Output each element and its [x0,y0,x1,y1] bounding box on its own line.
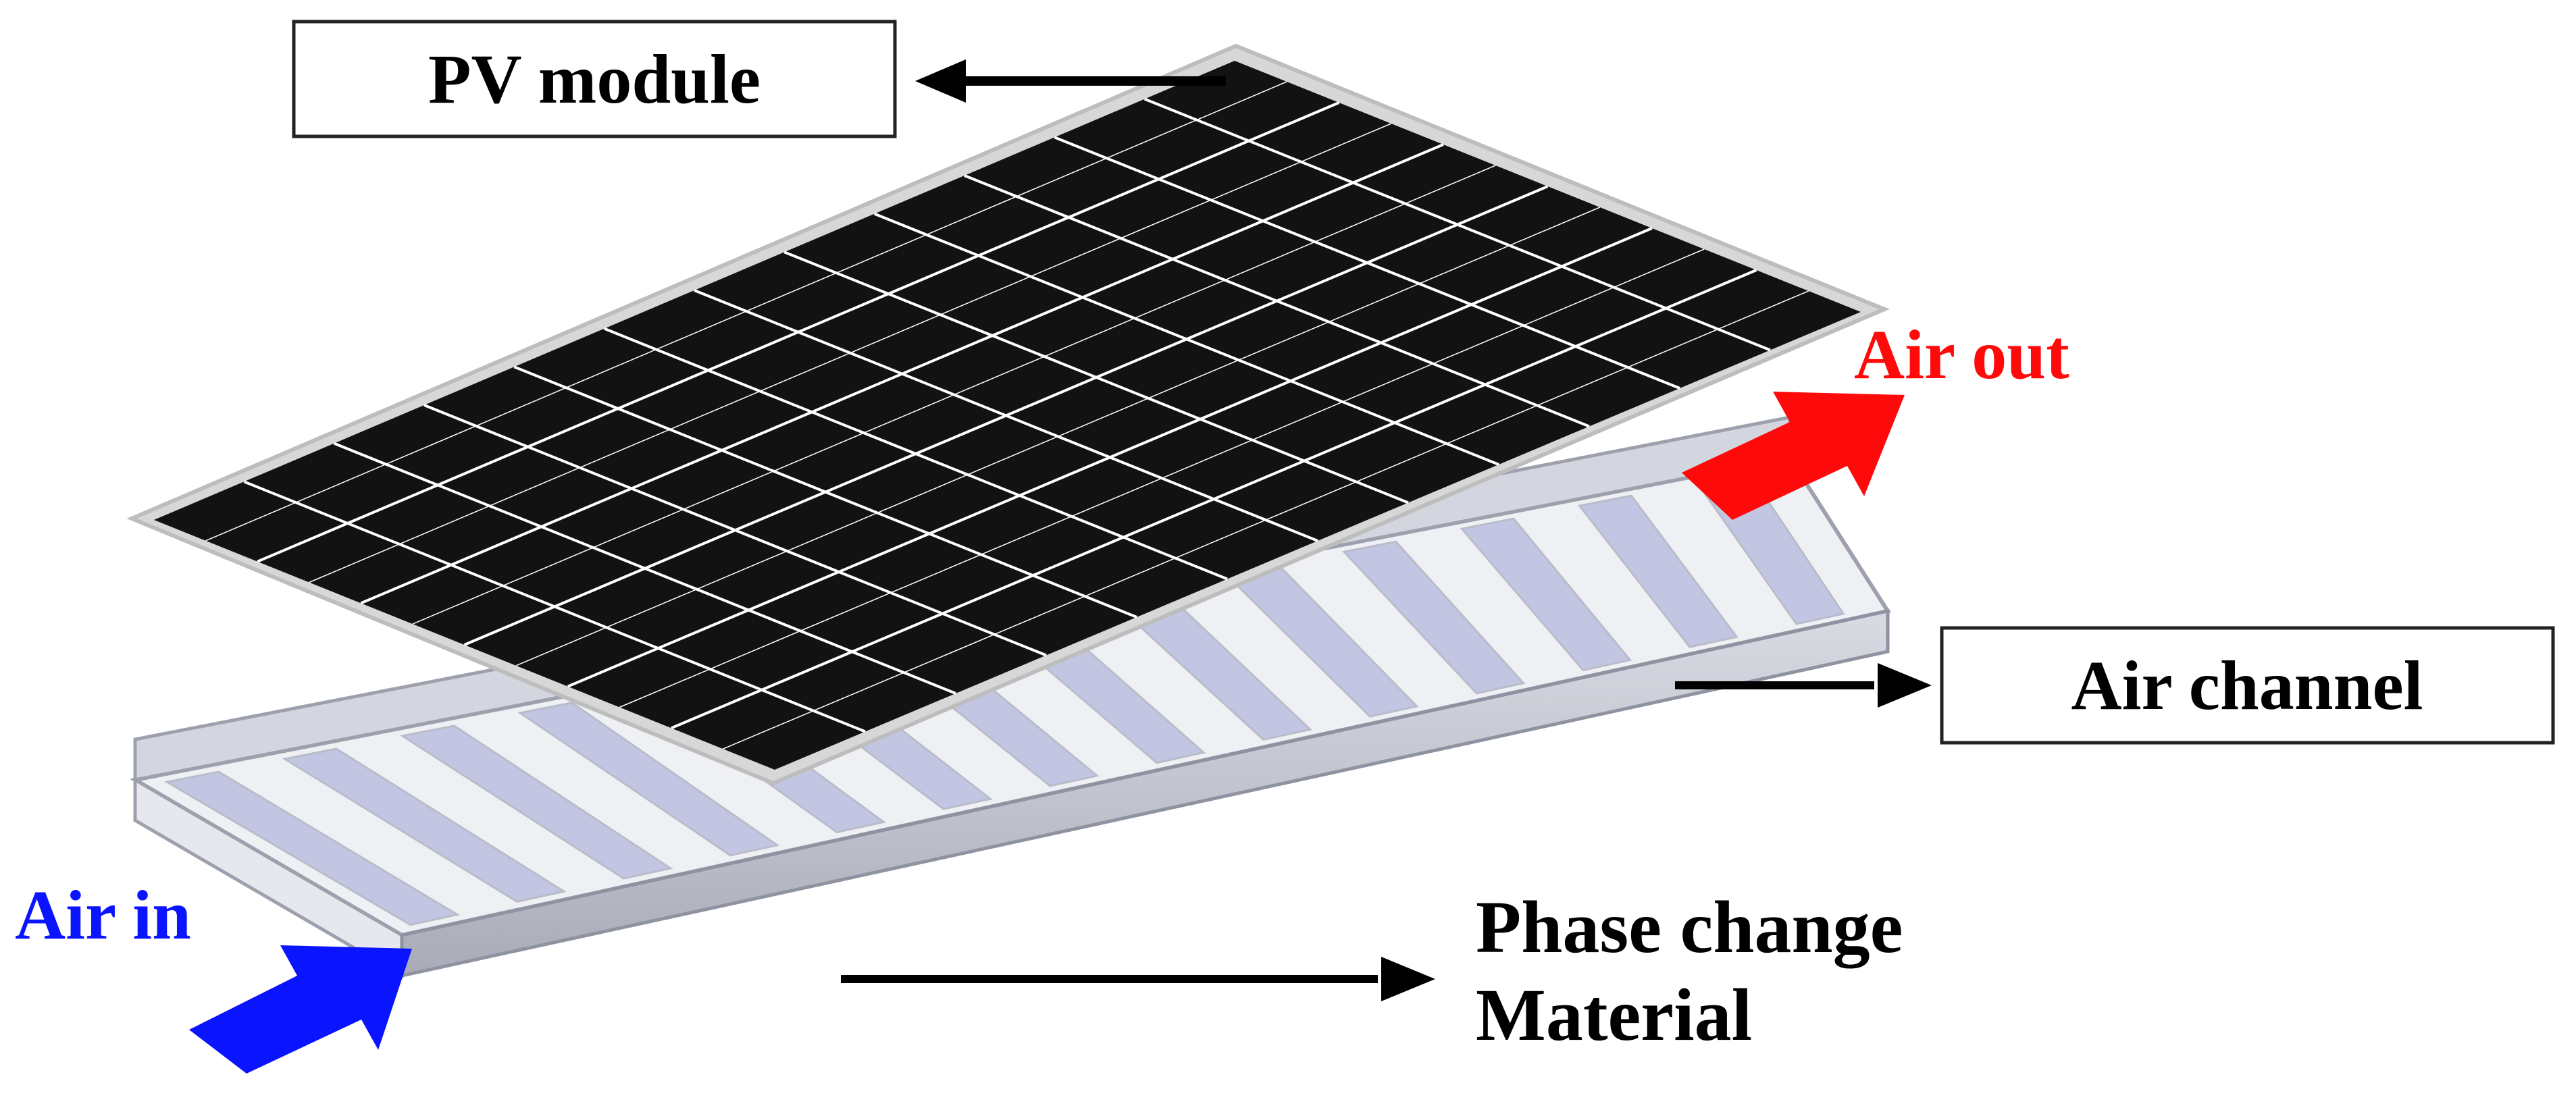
pcm-callout [841,957,1435,1001]
panel-half-cell-line [619,248,1705,708]
air-out-arrow-icon [1682,392,1905,520]
air-channel-callout: Air channel [1675,626,2555,745]
pcm-strip [1577,494,1738,648]
panel-half-cell-line [723,290,1809,749]
panel-cell-divider [671,269,1757,730]
pv-module-label-box [292,20,897,138]
panel-half-cell-line [309,123,1392,583]
panel-cell-divider [257,101,1340,563]
pcm-strip [399,724,673,880]
air-in-arrow-icon [189,945,412,1074]
panel-cell-divider [567,227,1653,688]
air-in-label: Air in [15,876,191,954]
pcm-strip [163,770,461,926]
air-channel-label: Air channel [2071,647,2423,724]
pv-module-label: PV module [428,41,761,118]
panel-half-cell-line [515,207,1601,666]
air-channel-label-box [1940,626,2555,745]
air-out-callout: Air out [1682,316,2069,520]
panel-half-cell-line [205,81,1287,542]
panel-cell-grid [205,81,1809,749]
panel-cell-divider [463,185,1549,646]
pcm-strip [282,747,567,903]
pcm-strip [517,702,780,857]
pcm-label-line2: Material [1476,974,1752,1056]
pcm-strips [163,471,1845,926]
pv-module-arrow-head [915,59,966,103]
panel-half-cell-line [412,165,1496,625]
panel-cell-divider [360,143,1444,605]
air-channel-arrow-head [1878,663,1932,708]
pcm-strip [1342,540,1526,695]
air-out-label: Air out [1854,316,2069,394]
pv-module-panel [126,43,1890,786]
pv-module-callout: PV module [292,20,1226,138]
pcm-strip [1460,517,1632,672]
air-in-callout: Air in [15,876,412,1074]
pcm-arrow-head [1381,957,1435,1001]
pcm-label-line1: Phase change [1476,886,1903,968]
